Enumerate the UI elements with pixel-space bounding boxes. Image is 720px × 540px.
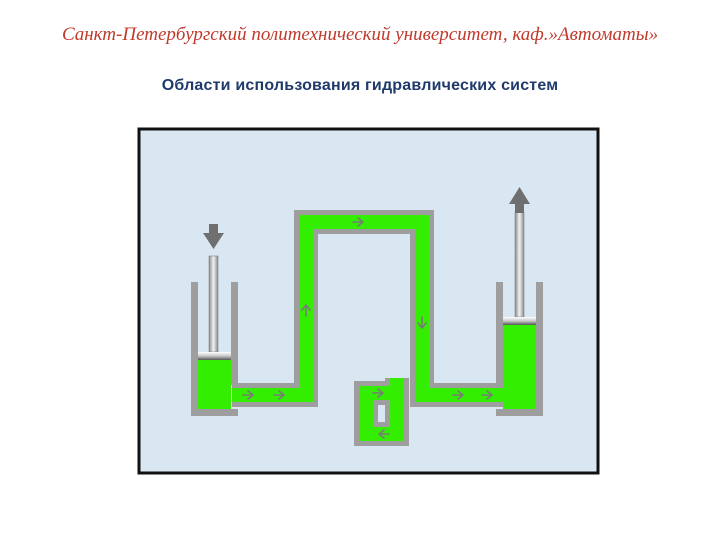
flow-arrow-icon (352, 217, 364, 227)
page-title: Области использования гидравлических сис… (161, 77, 559, 94)
right-cylinder-fluid (503, 325, 536, 409)
flow-arrow-icon (481, 390, 493, 400)
flow-arrow-icon (273, 390, 285, 400)
left-piston (198, 255, 231, 360)
flow-arrow-icon (301, 304, 311, 317)
header-text: Санкт-Петербургский политехнический унив… (61, 24, 659, 45)
left-cylinder-walls (191, 282, 238, 416)
arrow-up-icon (509, 187, 530, 213)
flow-arrow-icon (378, 429, 390, 439)
arrow-down-icon (203, 224, 224, 249)
flow-arrows (242, 217, 493, 439)
flow-arrow-icon (242, 390, 254, 400)
hydraulic-system-diagram (137, 127, 600, 475)
flow-arrow-icon (372, 388, 384, 398)
flow-arrow-icon (452, 390, 464, 400)
right-cylinder-walls (496, 282, 543, 416)
flow-arrow-icon (417, 316, 427, 329)
left-cylinder-fluid (198, 360, 231, 409)
